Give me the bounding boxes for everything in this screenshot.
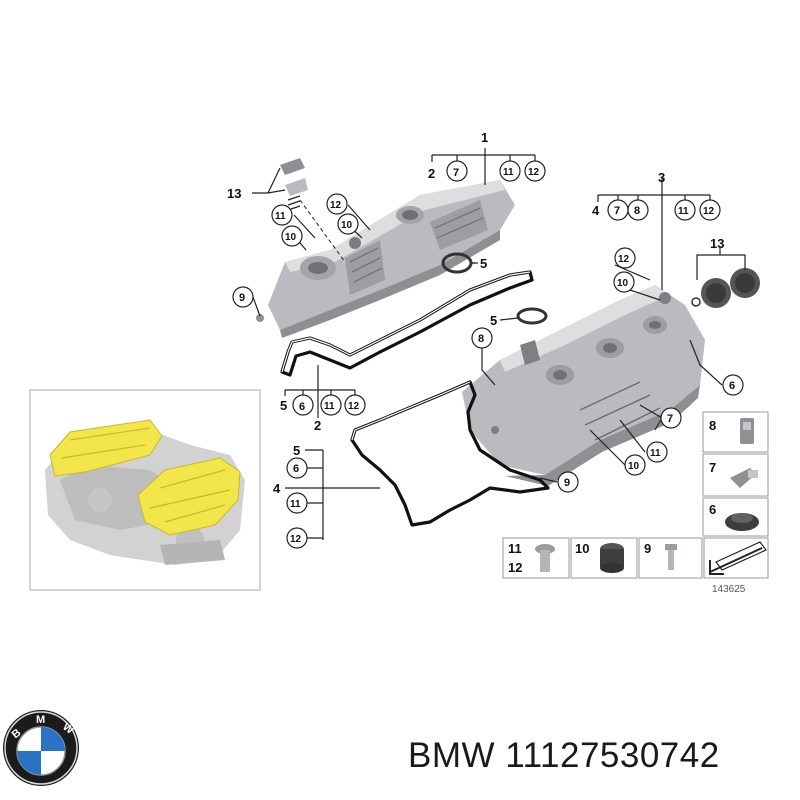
callout-11-lower-right: 11 (650, 448, 661, 459)
callout-11-lower: 11 (290, 499, 301, 510)
callout-9-right: 9 (564, 477, 570, 489)
legend-label-11: 11 (508, 541, 522, 556)
callout-12-right: 12 (618, 254, 630, 265)
valve-cover-right (462, 285, 705, 486)
callout-7-right: 7 (667, 413, 673, 425)
connector-part-icon (730, 468, 758, 488)
svg-text:M: M (36, 714, 45, 726)
part-number: 11127530742 (505, 736, 720, 775)
callout-9-left: 9 (239, 292, 245, 304)
callout-5-upper: 5 (480, 256, 487, 271)
callout-11-top: 11 (503, 167, 514, 178)
callout-12-right-top: 12 (703, 206, 715, 217)
callout-labels: 1 2 7 11 12 13 11 10 12 10 9 5 5 6 11 12… (227, 130, 744, 549)
callout-6-lower-left: 6 (299, 401, 305, 413)
brand-name: BMW (408, 736, 496, 775)
callout-5-right: 5 (490, 313, 497, 328)
callout-2-bottom: 2 (314, 418, 321, 433)
catalog-number: 143625 (712, 584, 746, 595)
gasket-left (280, 270, 534, 377)
callout-6-right: 6 (729, 380, 735, 392)
highlighted-left-valve-cover (49, 419, 163, 477)
callout-11-lower-left: 11 (324, 401, 335, 412)
callout-6-lower: 6 (293, 463, 299, 475)
callout-1: 1 (481, 130, 488, 145)
legend-label-7: 7 (709, 460, 716, 475)
part-title: BMW 11127530742 (408, 736, 720, 776)
callout-12-lower-left: 12 (348, 401, 360, 412)
bmw-logo: B M W (3, 710, 79, 786)
highlighted-right-valve-cover (137, 457, 241, 536)
direction-arrow-icon (709, 541, 767, 575)
parts-legend-row: 11 12 10 9 (502, 537, 769, 579)
valve-cover-left (268, 180, 515, 338)
callout-10-right: 10 (617, 278, 629, 289)
rubber-bushing-part-icon (600, 543, 624, 573)
legend-label-10: 10 (575, 541, 589, 556)
callout-2-top: 2 (428, 166, 435, 181)
callout-13-left: 13 (227, 186, 241, 201)
callout-10-left2: 10 (341, 220, 353, 231)
callout-13-right: 13 (710, 236, 724, 251)
gasket-right (350, 380, 550, 527)
callout-7-top: 7 (453, 167, 459, 179)
screw-part-icon (665, 544, 677, 570)
callout-11-left: 11 (275, 211, 286, 222)
engine-overview-inset (29, 389, 261, 591)
callout-8-right: 8 (478, 333, 484, 345)
callout-12-left: 12 (330, 200, 342, 211)
callout-3: 3 (658, 170, 665, 185)
legend-label-8: 8 (709, 418, 716, 433)
callout-12-lower: 12 (290, 534, 302, 545)
callout-10-lower-right: 10 (628, 461, 640, 472)
callout-5-lower-left: 5 (280, 398, 287, 413)
parts-legend-column: 8 7 6 (702, 411, 769, 537)
callout-12-top: 12 (528, 167, 540, 178)
sensor-part-icon (740, 418, 754, 444)
legend-label-12: 12 (508, 560, 522, 575)
grommet-part-icon (725, 513, 759, 531)
callout-4-lower: 4 (273, 481, 281, 496)
callout-5-lower: 5 (293, 443, 300, 458)
bolt-part-icon (535, 544, 555, 572)
callout-10-left: 10 (285, 232, 297, 243)
callout-11-right-top: 11 (678, 206, 689, 217)
sealing-plugs (691, 268, 760, 308)
oval-seal-right (499, 307, 548, 325)
callout-4-top: 4 (592, 203, 600, 218)
leader-lines (252, 148, 746, 540)
callout-7-right-top: 7 (614, 205, 620, 217)
legend-label-9: 9 (644, 541, 651, 556)
callout-8-right-top: 8 (634, 205, 640, 217)
legend-label-6: 6 (709, 502, 716, 517)
